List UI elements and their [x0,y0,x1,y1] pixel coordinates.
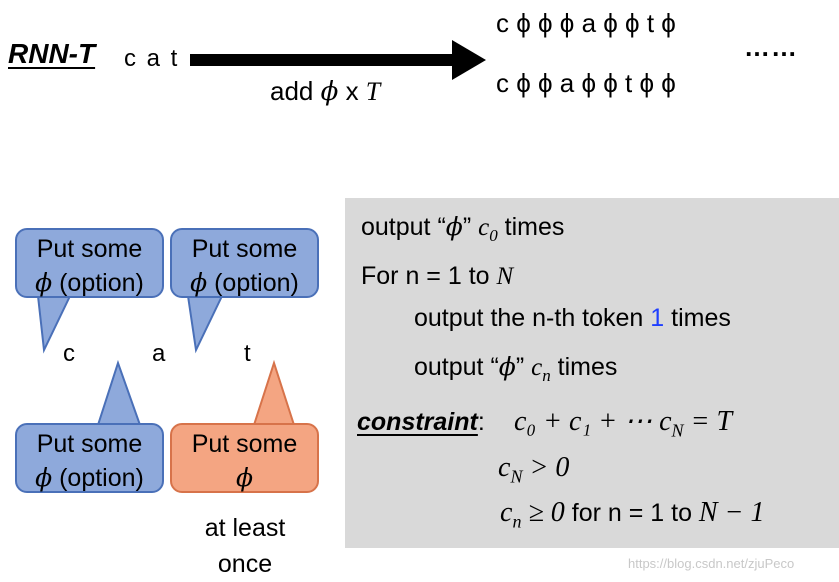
output-alignment-1: c ϕ ϕ ϕ a ϕ ϕ t ϕ [496,8,676,38]
rnn-t-title: RNN-T [8,38,96,69]
constraint-label: constraint: [357,408,485,436]
constraint-sum-equation: c₀ + c₁ + ⋯ cN = T [514,406,733,441]
at-least-once-label: at least once [204,514,286,578]
right-arrow-icon [190,40,486,80]
put-some-phi-option-bubble: Put some ϕ (option) [15,228,164,298]
token-c: c [63,340,75,367]
put-some-phi-required-bubble: Put some ϕ [170,423,319,493]
algorithm-panel [345,198,839,548]
algorithm-line-output-token: output the n-th token 1 times [414,304,731,332]
token-a: a [152,340,166,367]
constraint-cn-positive: cN > 0 [498,452,570,487]
put-some-phi-option-bubble: Put some ϕ (option) [15,423,164,493]
bubble-tails [36,295,296,426]
input-sequence: c a t [124,45,180,72]
arrow-label: add ϕ x T [270,76,381,107]
token-t: t [244,340,251,367]
watermark: https://blog.csdn.net/zjuPeco [628,556,795,571]
algorithm-line-for-loop: For n = 1 to N [361,262,514,290]
constraint-cn-nonnegative: cn ≥ 0 for n = 1 to N − 1 [500,497,765,532]
algorithm-line-output-phi-c0: output “ϕ” c0 times [361,212,565,245]
ellipsis: …… [744,32,798,62]
output-alignment-2: c ϕ ϕ a ϕ ϕ t ϕ ϕ [496,68,676,98]
put-some-phi-option-bubble: Put some ϕ (option) [170,228,319,298]
algorithm-line-output-phi-cn: output “ϕ” cn times [414,352,618,385]
